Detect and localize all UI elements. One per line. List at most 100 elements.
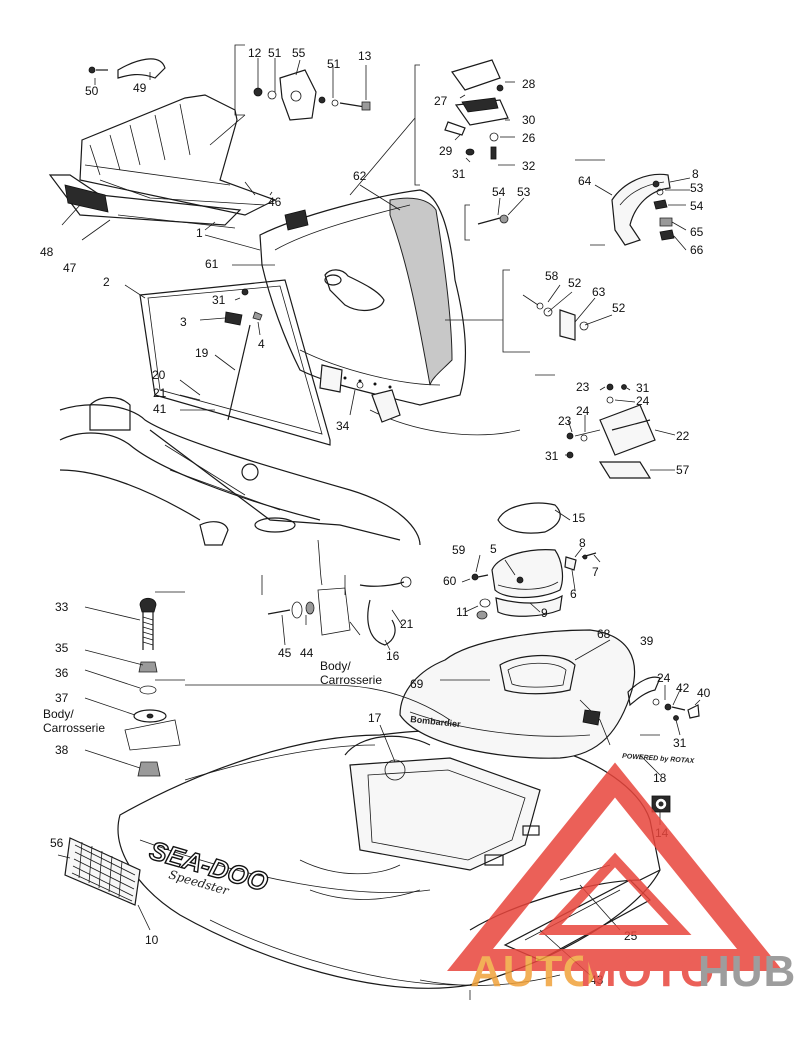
callout-2: 2 [103,275,110,289]
side-handle [575,159,675,246]
callout-52a: 52 [568,276,582,290]
callout-24a: 24 [636,394,650,408]
watermark-auto: AUTO [470,947,598,996]
front-cover [399,629,700,759]
callout-53a: 53 [517,185,531,199]
cover-gasket [139,279,331,446]
bracket-hardware-top [209,44,371,146]
callout-62: 62 [353,169,367,183]
watermark-hub: HUB [698,947,796,996]
prop-rod [224,288,263,421]
callout-44: 44 [300,646,314,660]
callout-45: 45 [278,646,292,660]
callout-31e: 31 [673,736,687,750]
callout-24b: 24 [576,404,590,418]
callout-21b: 21 [400,617,414,631]
hinge-assembly [319,364,656,479]
callout-3: 3 [180,315,187,329]
callout-29: 29 [439,144,453,158]
body-note-2-line1: Body/ [43,707,74,721]
callout-40: 40 [697,686,711,700]
callout-35: 35 [55,641,69,655]
callout-66: 66 [690,243,704,257]
callout-8a: 8 [692,167,699,181]
callout-5: 5 [490,542,497,556]
callout-59: 59 [452,543,466,557]
callout-1: 1 [196,226,203,240]
callout-37: 37 [55,691,69,705]
callout-36: 36 [55,666,69,680]
callout-24c: 24 [657,671,671,685]
callout-13: 13 [358,49,372,63]
body-note-1-line1: Body/ [320,659,351,673]
callout-49: 49 [133,81,147,95]
callout-30: 30 [522,113,536,127]
callout-58: 58 [545,269,559,283]
callout-8b: 8 [579,536,586,550]
body-notes: Body/ Carrosserie Body/ Carrosserie [43,659,382,735]
seat-outline [59,396,421,546]
callout-41: 41 [153,402,167,416]
callout-38: 38 [55,743,69,757]
callout-61: 61 [205,257,219,271]
storage-bucket [471,502,597,620]
powered-by-decal: POWERED by ROTAX [622,753,696,765]
callout-21a: 21 [153,386,167,400]
callout-43: 43 [590,973,604,987]
stopper-group [445,269,589,353]
callout-12: 12 [248,46,262,60]
callout-22: 22 [676,429,690,443]
callout-47: 47 [63,261,77,275]
storage-cover [259,189,467,406]
watermark-moto: MOTO [580,947,715,996]
watermark-triangle-outer [447,762,783,971]
callout-51b: 51 [327,57,341,71]
rear-rack [48,58,277,229]
watermark-triangle-inner [538,852,692,935]
callout-31a: 31 [452,167,466,181]
callout-labels: 50 49 12 51 55 51 13 28 27 30 26 29 32 3… [40,46,711,987]
callout-27: 27 [434,94,448,108]
callout-55: 55 [292,46,306,60]
callout-54b: 54 [690,199,704,213]
callout-26: 26 [522,131,536,145]
callout-34: 34 [336,419,350,433]
callout-7: 7 [592,565,599,579]
callout-50: 50 [85,84,99,98]
latch-assembly [349,59,509,196]
automotohub-watermark: AUTO MOTO HUB [447,762,796,996]
rear-grille [64,837,141,906]
callout-56: 56 [50,836,64,850]
callout-69: 69 [410,677,424,691]
callout-19: 19 [195,346,209,360]
callout-31b: 31 [212,293,226,307]
callout-64: 64 [578,174,592,188]
callout-39: 39 [640,634,654,648]
callout-48: 48 [40,245,54,259]
body-note-2-line2: Carrosserie [43,721,105,735]
callout-42: 42 [676,681,690,695]
callout-63: 63 [592,285,606,299]
callout-15: 15 [572,511,586,525]
callout-33: 33 [55,600,69,614]
callout-31c: 31 [636,381,650,395]
callout-53b: 53 [690,181,704,195]
callout-68: 68 [597,627,611,641]
callout-32: 32 [522,159,536,173]
body-note-1-line2: Carrosserie [320,673,382,687]
decal-14 [651,795,671,813]
callout-60: 60 [443,574,457,588]
callout-23b: 23 [558,414,572,428]
callout-20: 20 [152,368,166,382]
callout-18: 18 [653,771,667,785]
bolt-stack [124,591,185,777]
callout-51a: 51 [268,46,282,60]
callout-57: 57 [676,463,690,477]
callout-31d: 31 [545,449,559,463]
screw-and-nut-54-53 [464,204,509,241]
callout-17: 17 [368,711,382,725]
callout-28: 28 [522,77,536,91]
leader-lines [57,58,701,976]
